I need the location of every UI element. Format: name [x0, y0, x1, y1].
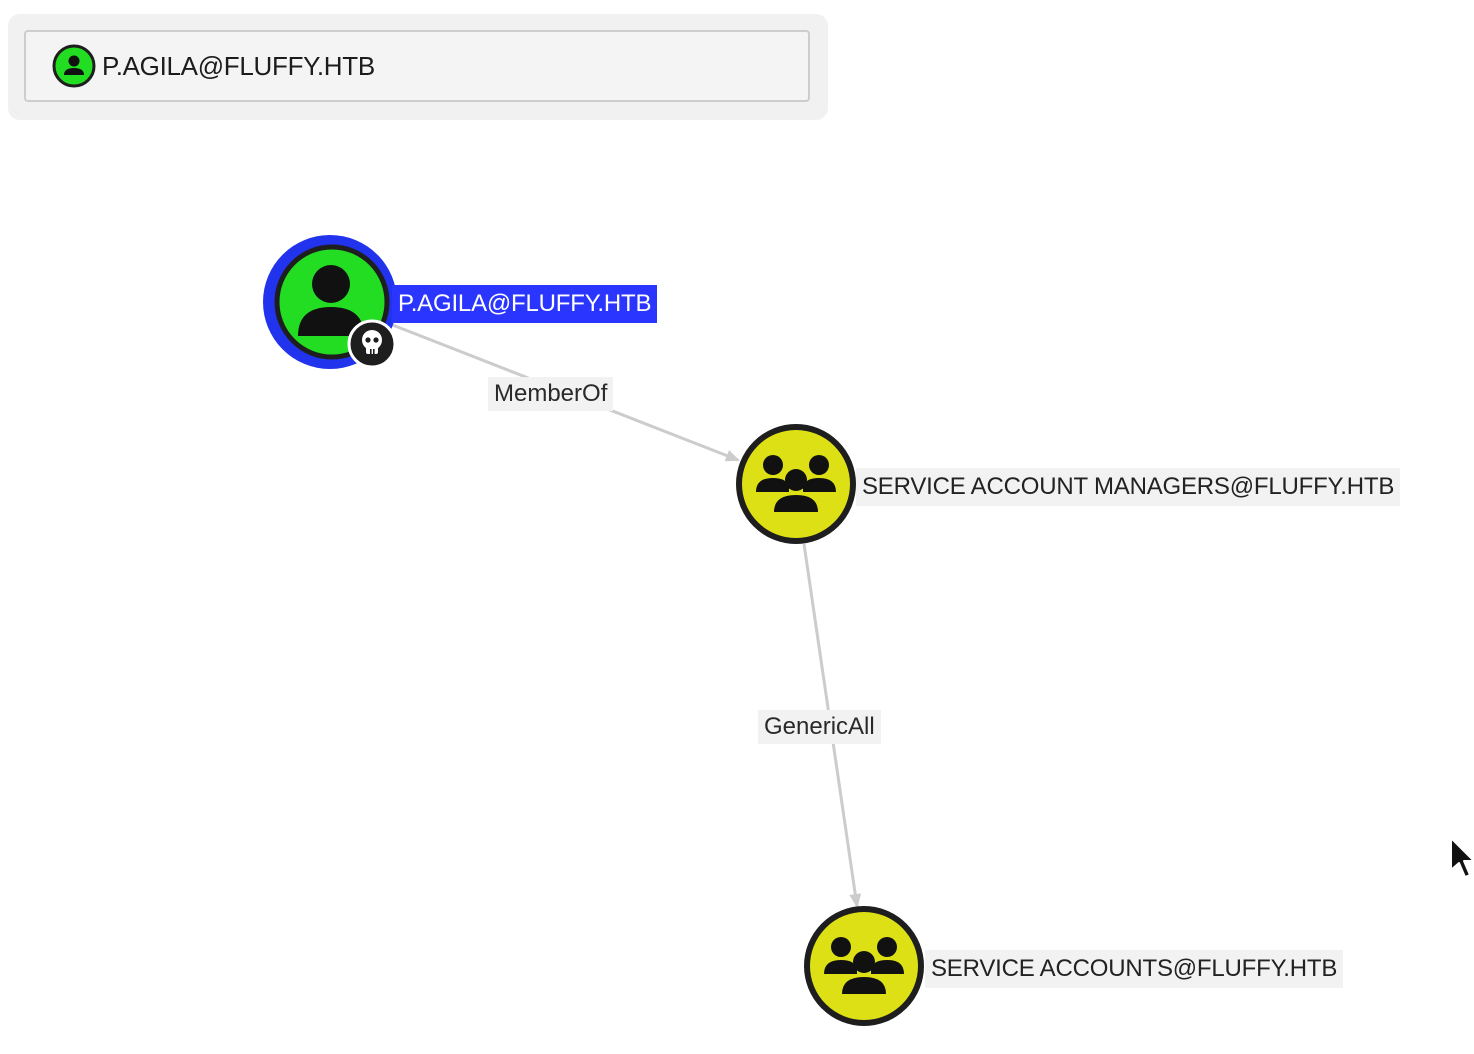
user-icon	[298, 265, 364, 336]
skull-icon	[347, 319, 397, 369]
node-label-service-accounts[interactable]: SERVICE ACCOUNTS@FLUFFY.HTB	[925, 950, 1344, 988]
edge-label-genericall[interactable]: GenericAll	[758, 710, 881, 744]
node-label-user[interactable]: P.AGILA@FLUFFY.HTB	[392, 285, 658, 323]
edge-label-memberof[interactable]: MemberOf	[488, 377, 614, 411]
node-label-service-account-managers[interactable]: SERVICE ACCOUNT MANAGERS@FLUFFY.HTB	[856, 468, 1401, 506]
user-icon	[52, 44, 96, 88]
search-panel: P.AGILA@FLUFFY.HTB	[8, 14, 828, 120]
mouse-cursor-icon	[1450, 837, 1474, 878]
group-icon	[756, 455, 836, 512]
node-user[interactable]	[263, 235, 397, 369]
group-icon	[824, 937, 904, 994]
node-service-accounts[interactable]	[804, 906, 924, 1026]
search-input[interactable]: P.AGILA@FLUFFY.HTB	[24, 30, 810, 102]
search-value: P.AGILA@FLUFFY.HTB	[102, 50, 375, 81]
node-service-account-managers[interactable]	[736, 424, 856, 544]
